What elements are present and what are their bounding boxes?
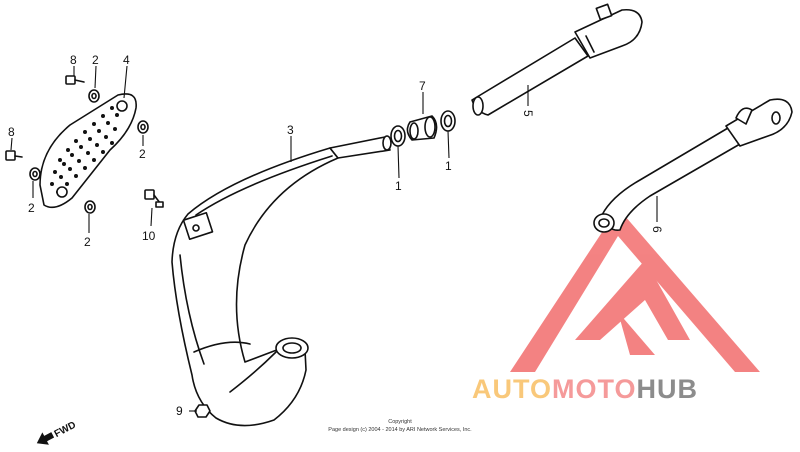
watermark-logo xyxy=(510,208,760,372)
fwd-label: FWD xyxy=(53,420,78,440)
fwd-indicator: FWD xyxy=(36,420,78,445)
nut-9 xyxy=(194,404,211,418)
heat-guard-plate xyxy=(39,93,137,209)
watermark-text-moto: MOTO xyxy=(552,374,637,404)
callout-7: 7 xyxy=(419,79,426,93)
copyright-line-1: Copyright xyxy=(388,419,412,425)
watermark-logo-inner-chevron xyxy=(575,260,690,340)
callout-1-right: 1 xyxy=(445,159,452,173)
gasket-1-b xyxy=(440,110,456,132)
fwd-arrow-icon xyxy=(36,432,55,445)
callout-4: 4 xyxy=(123,53,130,67)
gasket-1-a xyxy=(390,125,406,147)
washer-2-a xyxy=(88,89,100,103)
callout-5: 5 xyxy=(521,110,535,117)
muffler-upper xyxy=(471,3,643,116)
washer-2-d xyxy=(84,200,96,214)
callout-9: 9 xyxy=(176,404,183,418)
callout-2-bottom: 2 xyxy=(84,235,91,249)
watermark-text: AUTOMOTOHUB xyxy=(472,374,698,404)
washer-2-b xyxy=(137,120,149,134)
bolt-8-b xyxy=(5,150,23,161)
exhaust-chamber xyxy=(171,135,392,427)
callout-2-upper: 2 xyxy=(92,53,99,67)
copyright-line-2: Page design (c) 2004 - 2014 by ARI Netwo… xyxy=(328,427,472,433)
callout-6: 6 xyxy=(650,226,664,233)
leader-lines xyxy=(10,65,658,412)
bolt-10 xyxy=(144,189,164,208)
muffler-lower xyxy=(593,98,793,233)
callout-2-left: 2 xyxy=(28,201,35,215)
watermark-logo-outer-triangle xyxy=(510,208,760,372)
callout-10: 10 xyxy=(142,229,156,243)
callout-3: 3 xyxy=(287,123,294,137)
watermark-text-hub: HUB xyxy=(637,374,699,404)
watermark-logo-center-mark xyxy=(618,312,655,355)
callout-2-right: 2 xyxy=(139,147,146,161)
callout-labels: 8 2 4 8 2 2 2 10 3 7 1 1 5 6 9 xyxy=(8,53,664,418)
watermark-text-auto: AUTO xyxy=(472,374,552,404)
bolt-8-a xyxy=(65,75,85,85)
callout-8-left: 8 xyxy=(8,125,15,139)
joint-rubber-7 xyxy=(406,115,438,141)
callout-8-upper: 8 xyxy=(70,53,77,67)
callout-1-left: 1 xyxy=(395,179,402,193)
washer-2-c xyxy=(29,167,41,181)
